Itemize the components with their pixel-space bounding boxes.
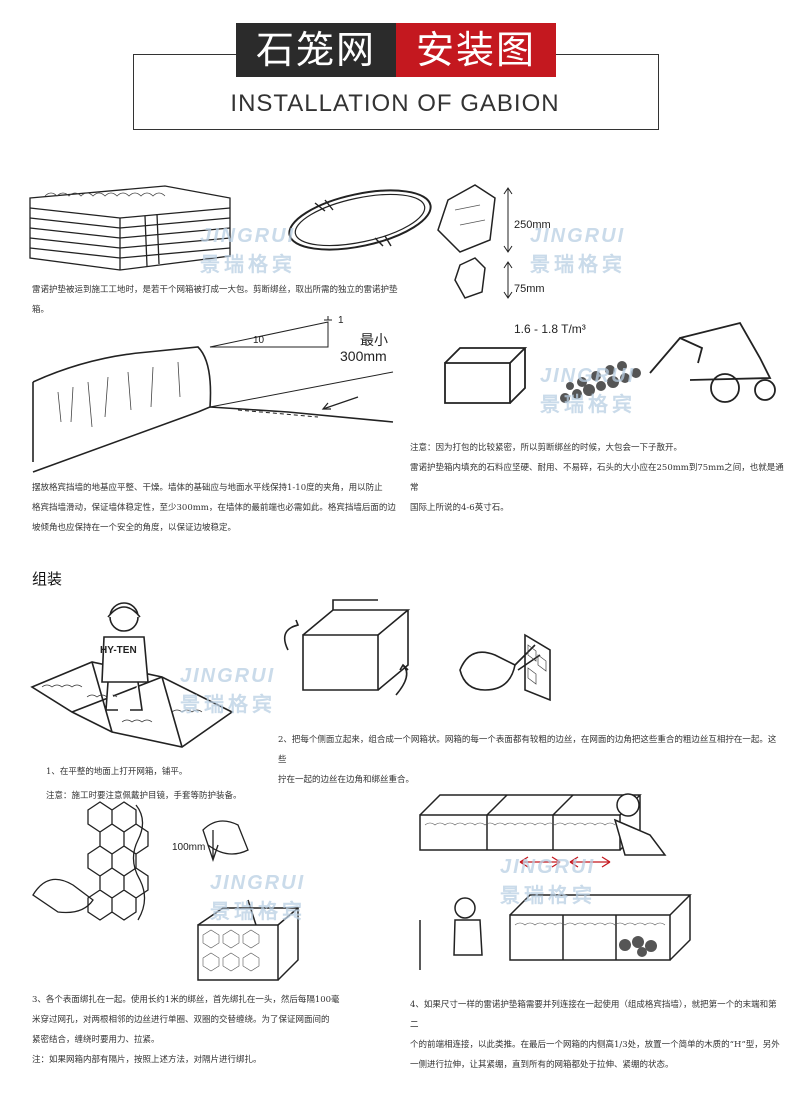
stone-size-illustration bbox=[430, 180, 540, 310]
step2-fold-box-illustration bbox=[278, 595, 418, 705]
caption-foundation: 摆放格宾挡墙的地基应平整、干燥。墙体的基础应与地面水平线保持1-10度的夹角，用… bbox=[32, 483, 396, 533]
min-label: 最小 bbox=[360, 332, 388, 348]
foundation-slope-illustration bbox=[28, 312, 408, 472]
caption-step2: 2、把每个侧面立起来，组合成一个网箱状。网箱的每一个表面都有较粗的边丝，在网面的… bbox=[278, 735, 777, 785]
caption-step4: 4、如果尺寸一样的雷诺护垫箱需要并列连接在一起使用（组成格宾挡墙），就把第一个的… bbox=[410, 1000, 780, 1070]
caption-step1: 1、在平整的地面上打开网箱，铺平。 bbox=[46, 767, 188, 777]
step3-lacing-illustration bbox=[28, 800, 328, 985]
stone-loading-illustration bbox=[440, 318, 780, 418]
worker-shirt-text: HY-TEN bbox=[100, 645, 137, 656]
spacing-label: 100mm bbox=[172, 842, 206, 853]
min-value: 300mm bbox=[340, 348, 387, 364]
slope-ratio-1: 1 bbox=[338, 315, 344, 326]
step1-unfold-illustration bbox=[32, 592, 262, 757]
step4-link-boxes-illustration bbox=[410, 790, 780, 980]
gabion-bundle-illustration bbox=[25, 178, 425, 278]
caption-stone-fill: 注意：因为打包的比较紧密，所以剪断绑丝的时候，大包会一下子散开。 雷诺护垫箱内填… bbox=[410, 443, 784, 513]
note-step1: 注意：施工时要注意佩戴护目镜，手套等防护装备。 bbox=[46, 791, 242, 801]
density-label: 1.6 - 1.8 T/m³ bbox=[514, 322, 586, 336]
caption-bundle: 雷诺护垫被运到施工工地时，是若干个网箱被打成一大包。剪断绑丝，取出所需的独立的雷… bbox=[32, 285, 398, 315]
page-subtitle: INSTALLATION OF GABION bbox=[230, 90, 560, 117]
slope-ratio-10: 10 bbox=[253, 335, 265, 346]
stone-size-small-label: 75mm bbox=[514, 283, 545, 295]
step2-pliers-illustration bbox=[440, 630, 560, 710]
page-title-red: 安装图 bbox=[396, 23, 556, 77]
stone-size-large-label: 250mm bbox=[514, 219, 551, 231]
caption-step3: 3、各个表面绑扎在一起。使用长约1米的绑丝，首先绑扎在一头，然后每隔100毫 米… bbox=[32, 995, 340, 1065]
page-title-dark: 石笼网 bbox=[236, 23, 396, 77]
assembly-heading: 组装 bbox=[32, 570, 63, 588]
